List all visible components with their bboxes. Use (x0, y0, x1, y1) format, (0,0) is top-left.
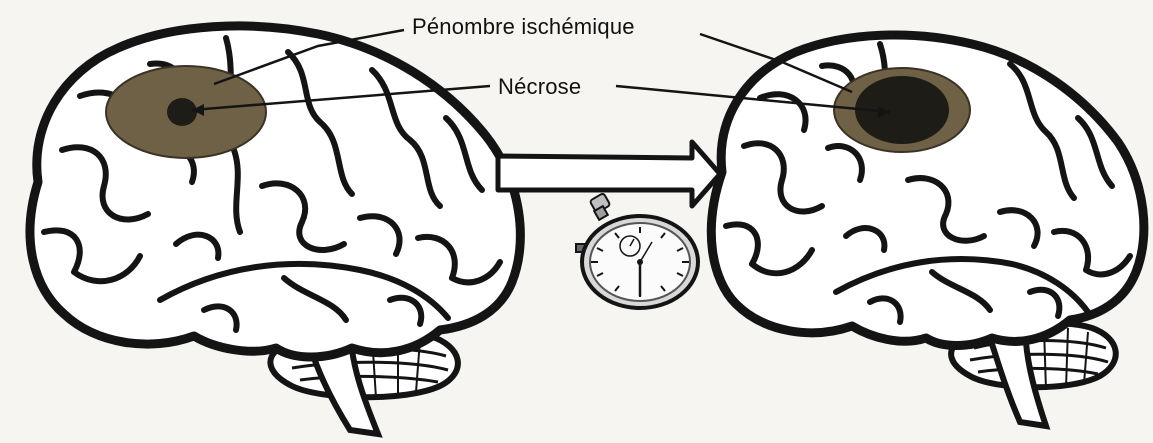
necrosis-core-left (167, 98, 197, 126)
brain-left (30, 26, 520, 434)
penumbra-label: Pénombre ischémique (412, 14, 635, 40)
stopwatch-icon (576, 193, 698, 308)
necrosis-label: Nécrose (498, 74, 581, 100)
arrow-right-icon (498, 142, 720, 206)
brain-right (711, 35, 1144, 426)
